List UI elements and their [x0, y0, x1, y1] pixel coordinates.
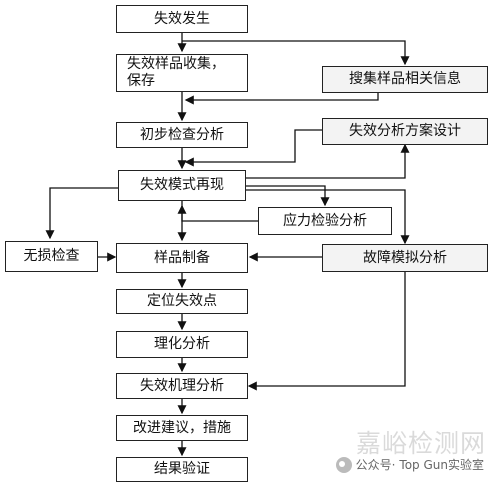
node-sample-prep: 样品制备	[116, 243, 248, 273]
node-preliminary-check: 初步检查分析	[116, 122, 248, 148]
node-locate-point: 定位失效点	[116, 289, 248, 314]
node-collect-info: 搜集样品相关信息	[322, 66, 488, 93]
node-verify: 结果验证	[116, 457, 248, 482]
node-stress-analysis: 应力检验分析	[258, 207, 392, 235]
node-improve: 改进建议，措施	[116, 415, 248, 441]
node-physchem: 理化分析	[116, 331, 248, 358]
watermark-brand: 嘉峪检测网	[355, 429, 486, 458]
node-mechanism: 失效机理分析	[116, 373, 248, 399]
node-collect-samples: 失效样品收集， 保存	[116, 54, 248, 92]
wechat-icon	[335, 456, 352, 473]
node-fault-sim: 故障模拟分析	[322, 244, 488, 272]
watermark-account: 公众号·Top Gun实验室	[335, 456, 484, 473]
node-reproduce-mode: 失效模式再现	[118, 170, 246, 201]
node-ndt: 无损检查	[5, 241, 98, 272]
node-plan-design: 失效分析方案设计	[322, 118, 488, 145]
node-failure-occurs: 失效发生	[116, 5, 248, 33]
